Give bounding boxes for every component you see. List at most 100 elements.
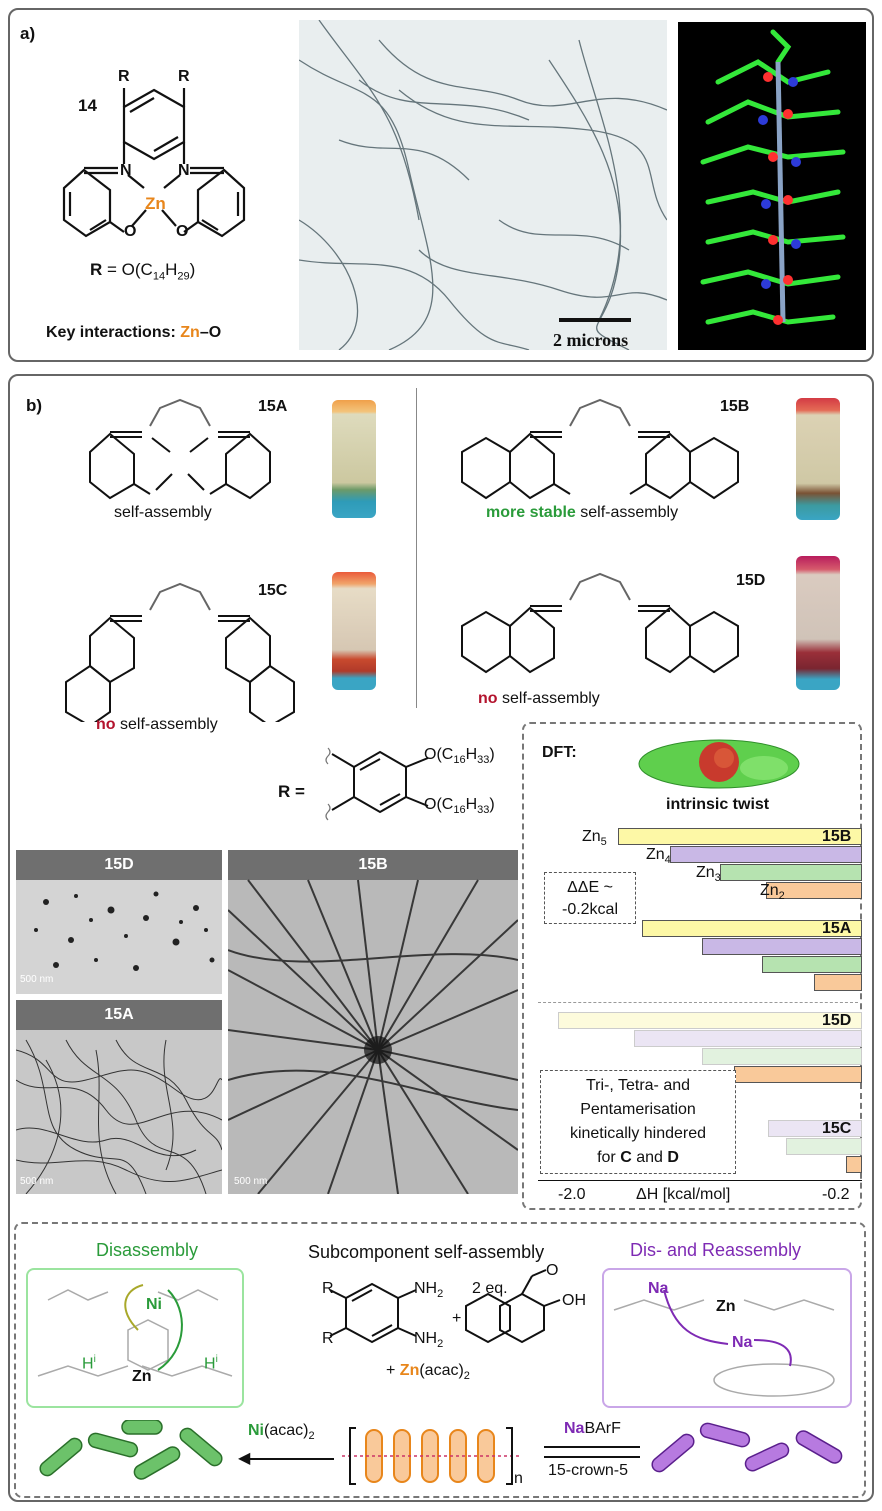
compound-14-structure (62, 88, 246, 238)
compound-14-number: 14 (78, 96, 97, 115)
oh-label: OH (562, 1292, 586, 1309)
atom-o-left: O (124, 223, 137, 240)
reassembly-title: Dis- and Reassembly (630, 1240, 802, 1260)
hi-left: Hi (82, 1354, 96, 1373)
crown-ether-label: 15-crown-5 (548, 1462, 629, 1479)
label-15B: 15B (720, 398, 750, 415)
tem-15A: 15A 500 nm (16, 1000, 222, 1194)
bar-15A-zn2 (814, 974, 862, 991)
atom-zn: Zn (145, 194, 166, 213)
bar-15C-zn2 (846, 1156, 862, 1173)
atom-n-left: N (120, 162, 132, 179)
group-15A-label: 15A (822, 920, 852, 937)
caption-15D: no self-assembly (478, 690, 600, 707)
divider (416, 388, 417, 708)
bar-15D-zn2 (734, 1066, 862, 1083)
two-equiv: 2 eq. (472, 1280, 508, 1297)
nh2-top: NH2 (414, 1280, 444, 1301)
structure-15B (461, 398, 739, 500)
bar-15A-zn4 (702, 938, 862, 955)
bar-15D-zn4 (634, 1030, 862, 1047)
bar-15C-zn3 (786, 1138, 862, 1155)
r-group-upper: O(C16H33) (424, 746, 495, 767)
subcomponent-title: Subcomponent self-assembly (308, 1242, 545, 1262)
x-axis (538, 1180, 862, 1181)
scale-bar (559, 318, 631, 322)
reassembly-box: Na Zn Na (602, 1268, 852, 1408)
r-2: R (322, 1330, 334, 1347)
zn2-label: Zn2 (760, 882, 785, 903)
bar-15D-zn5 (558, 1012, 862, 1029)
disassembly-title: Disassembly (96, 1240, 199, 1260)
vial-15D (796, 556, 840, 690)
tem-image-14: 2 microns (299, 20, 667, 350)
forward-arrow (544, 1446, 640, 1448)
bar-15B-zn4 (670, 846, 862, 863)
r-1: R (322, 1280, 334, 1297)
r-definition: R = O(C14H29) (90, 260, 196, 283)
intrinsic-twist-label: intrinsic twist (666, 796, 770, 813)
ni-arrow (246, 1458, 334, 1460)
hindered-box: Tri-, Tetra- and Pentamerisation kinetic… (540, 1070, 736, 1174)
backward-arrow (544, 1456, 640, 1458)
group-15B-label: 15B (822, 828, 852, 845)
group-15C-label: 15C (822, 1120, 852, 1137)
atom-o-right: O (176, 223, 189, 240)
hi-right: Hi (204, 1354, 218, 1373)
r-group-lower: O(C16H33) (424, 796, 495, 817)
zn4-label: Zn4 (646, 846, 671, 867)
tem-15D-scale: 500 nm (20, 974, 54, 985)
panel-a-label: a) (20, 24, 36, 43)
panel-a: a) (8, 8, 874, 362)
structure-15C (65, 582, 295, 722)
bar-15A-zn3 (762, 956, 862, 973)
ni-ion: Ni (146, 1296, 162, 1313)
nh2-bottom: NH2 (414, 1330, 444, 1351)
crystal-structure-image (678, 22, 866, 350)
purple-rods (651, 1422, 843, 1473)
bar-15D-zn3 (702, 1048, 862, 1065)
label-15A: 15A (258, 398, 288, 415)
zn-ion-left: Zn (132, 1368, 152, 1385)
atom-n-right: N (178, 162, 190, 179)
vial-15C (332, 572, 376, 690)
axis-label-left: -2.0 (558, 1186, 586, 1203)
key-interactions: Key interactions: Zn–O (46, 324, 222, 341)
tem-15A-title: 15A (16, 1000, 222, 1030)
diamine-structure (329, 1282, 417, 1344)
bar-15A-zn5 (642, 920, 862, 937)
axis-title: ΔH [kcal/mol] (636, 1186, 731, 1203)
caption-15C: no self-assembly (96, 716, 218, 733)
panel-b: b) 15A self-assembly 15B more (8, 374, 874, 1502)
tem-15B-title: 15B (228, 850, 518, 880)
tem-15B: 15B 500 nm (228, 850, 518, 1194)
r-equals-label: R = (278, 782, 305, 801)
zn5-label: Zn5 (582, 828, 607, 849)
label-15D: 15D (736, 572, 766, 589)
r-group-structure (325, 747, 429, 821)
plus-sign: + (452, 1310, 462, 1327)
aldehyde-o: O (546, 1262, 559, 1279)
polymer-stack (342, 1427, 520, 1485)
caption-15A: self-assembly (114, 504, 212, 521)
label-15C: 15C (258, 582, 288, 599)
nabarf-reagent: NaBArF (564, 1420, 621, 1437)
panel-c: Disassembly Subcomponent self-assembly D… (14, 1222, 866, 1498)
tem-15D-title: 15D (16, 850, 222, 880)
na-ion-mid: Na (732, 1334, 753, 1351)
caption-15B: more stable self-assembly (486, 504, 679, 521)
tem-15B-scale: 500 nm (234, 1176, 268, 1187)
bar-15B-zn5 (618, 828, 862, 845)
ddE-box: ΔΔE ~-0.2kcal (544, 872, 636, 924)
zn3-label: Zn3 (696, 864, 721, 885)
group-15D-label: 15D (822, 1012, 852, 1029)
vial-15A (332, 400, 376, 518)
green-rods (39, 1420, 223, 1480)
vial-15B (796, 398, 840, 520)
naphthaldehyde-structure (465, 1269, 561, 1344)
tem-15A-scale: 500 nm (20, 1176, 54, 1187)
dft-separator (538, 1002, 858, 1003)
na-ion-top: Na (648, 1280, 669, 1297)
dft-box: DFT: intrinsic twist 15B Zn5 Zn4 Zn3 Zn2… (522, 722, 862, 1210)
disassembly-box: Ni Zn Hi Hi (26, 1268, 244, 1408)
